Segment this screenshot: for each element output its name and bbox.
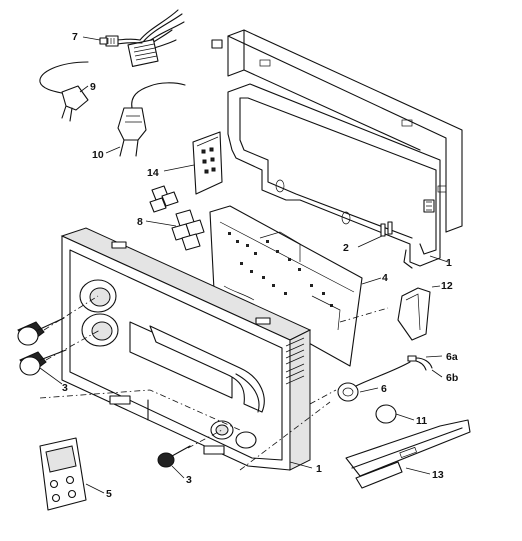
callout-2: 2 <box>343 242 349 254</box>
part-14-circuit-board <box>163 131 223 195</box>
callout-12: 12 <box>441 280 453 292</box>
callout-11: 11 <box>416 415 427 427</box>
callout-5: 5 <box>106 488 112 500</box>
part-9-power-cord-plug <box>39 61 89 122</box>
part-6a-6b-sensor-lead <box>407 355 443 378</box>
callout-13: 13 <box>432 469 444 481</box>
part-11-round-lens <box>375 404 415 424</box>
part-5-display-module <box>39 437 105 511</box>
callout-1-bottom: 1 <box>316 463 322 475</box>
callout-7: 7 <box>72 31 78 43</box>
callout-8: 8 <box>137 216 143 228</box>
callout-3-bottom: 3 <box>186 474 192 486</box>
callout-6b: 6b <box>446 372 458 384</box>
callout-4: 4 <box>382 272 388 284</box>
callout-1-top: 1 <box>446 257 452 269</box>
part-6-sensor <box>337 361 411 402</box>
callout-14: 14 <box>147 167 159 179</box>
callout-6a: 6a <box>446 351 458 363</box>
part-3-small-knob <box>157 429 223 479</box>
callout-10: 10 <box>92 149 104 161</box>
part-2-clips <box>357 221 393 248</box>
part-7-wiring-harness <box>82 9 185 68</box>
alignment-lines <box>39 307 389 471</box>
part-13-slide-rail <box>345 419 471 489</box>
part-3-control-knobs <box>17 295 101 385</box>
part-1-front-panel-housing <box>60 227 313 471</box>
callout-3-left: 3 <box>62 382 68 394</box>
part-1-rear-frame <box>211 29 463 269</box>
callout-6: 6 <box>381 383 387 395</box>
part-10-power-cord-plug <box>105 82 186 157</box>
part-12-bracket <box>397 285 441 341</box>
callout-9: 9 <box>90 81 96 93</box>
part-4-main-circuit-board <box>209 205 382 367</box>
part-8-relay-blocks <box>145 185 205 251</box>
callout-labels: 7 9 10 14 8 2 1 4 12 6a 6b 6 11 3 3 5 1 … <box>62 31 458 500</box>
